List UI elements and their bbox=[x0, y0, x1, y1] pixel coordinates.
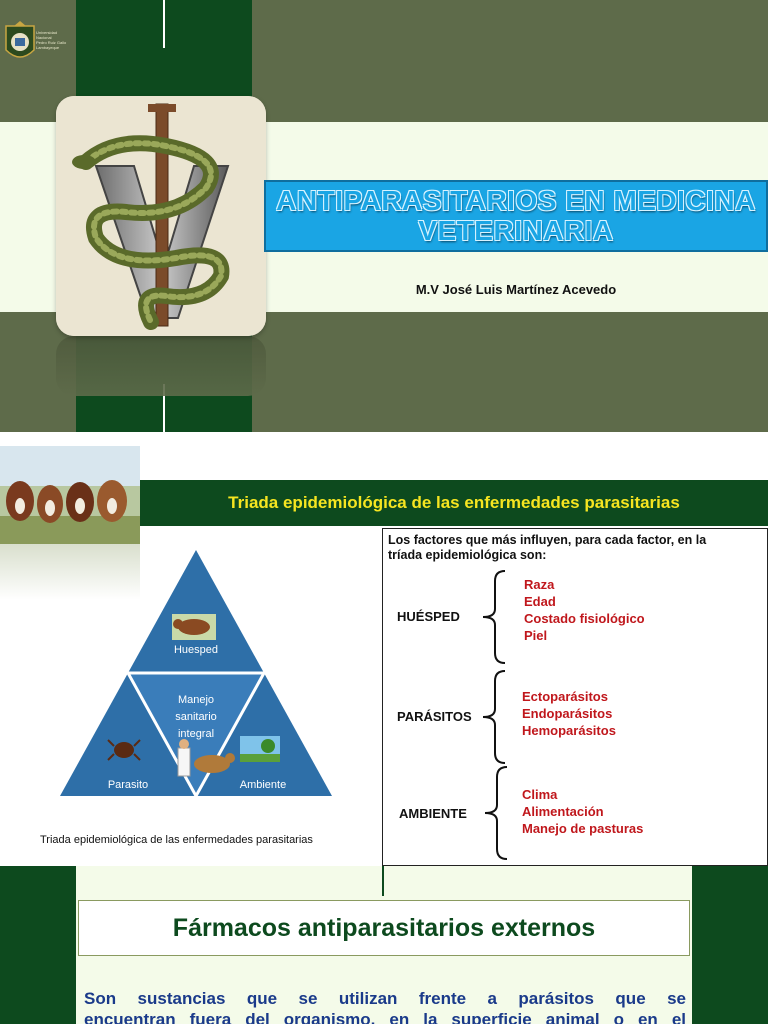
list-item: Manejo de pasturas bbox=[522, 821, 644, 836]
factor-label-environment: AMBIENTE bbox=[399, 806, 467, 821]
cow-icon bbox=[172, 614, 216, 640]
presentation-title: ANTIPARASITARIOS EN MEDICINA VETERINARIA bbox=[264, 180, 768, 252]
veterinary-logo bbox=[56, 96, 266, 336]
host-factor-list: Raza Edad Costado fisiológico Piel bbox=[524, 576, 645, 644]
triangle-caption: Triada epidemiológica de las enfermedade… bbox=[40, 834, 313, 846]
cattle-photo bbox=[0, 446, 140, 544]
logo-reflection bbox=[56, 336, 266, 396]
slide-title: Fármacos antiparasitarios externos bbox=[172, 913, 596, 942]
list-item: Raza bbox=[524, 577, 555, 592]
tick-icon bbox=[107, 739, 141, 761]
landscape-icon bbox=[240, 736, 280, 762]
title-line-2: VETERINARIA bbox=[418, 215, 614, 246]
slide-body-text: Son sustancias que se utilizan frente a … bbox=[84, 989, 686, 1024]
header-band bbox=[140, 480, 768, 526]
university-name: Universidad Nacional Pedro Ruiz Gallo La… bbox=[36, 30, 67, 50]
divider-line-bottom bbox=[163, 384, 165, 432]
triangle-label-top: Huesped bbox=[173, 644, 219, 656]
list-item: Alimentación bbox=[522, 804, 604, 819]
epidemiological-triangle bbox=[60, 550, 332, 796]
factors-box: Los factores que más influyen, para cada… bbox=[382, 528, 768, 866]
list-item: Costado fisiológico bbox=[524, 611, 645, 626]
divider-line bbox=[382, 866, 384, 896]
slide-heading: Triada epidemiológica de las enfermedade… bbox=[228, 493, 680, 512]
list-item: Ectoparásitos bbox=[522, 689, 608, 704]
caduceus-snake-v-icon bbox=[56, 96, 266, 336]
brace-icon bbox=[482, 670, 506, 764]
veterinarian-icon bbox=[177, 739, 235, 777]
parasite-factor-list: Ectoparásitos Endoparásitos Hemoparásito… bbox=[522, 688, 616, 739]
university-logo bbox=[5, 21, 35, 58]
photo-reflection bbox=[0, 544, 140, 600]
environment-factor-list: Clima Alimentación Manejo de pasturas bbox=[522, 786, 643, 837]
title-slide: Universidad Nacional Pedro Ruiz Gallo La… bbox=[0, 0, 768, 432]
factors-intro: Los factores que más influyen, para cada… bbox=[388, 533, 707, 562]
list-item: Endoparásitos bbox=[522, 706, 613, 721]
list-item: Piel bbox=[524, 628, 548, 643]
title-line-1: ANTIPARASITARIOS EN MEDICINA bbox=[276, 185, 756, 216]
factor-label-host: HUÉSPED bbox=[397, 609, 460, 624]
author-name: M.V José Luis Martínez Acevedo bbox=[415, 282, 617, 297]
triangle-label-left: Parasito bbox=[107, 779, 149, 791]
triangle-label-right: Ambiente bbox=[239, 779, 287, 791]
divider-line-top bbox=[163, 0, 165, 48]
title-box: Fármacos antiparasitarios externos bbox=[78, 900, 690, 956]
triangle-label-center: Manejo sanitario integral bbox=[175, 694, 217, 740]
factor-label-parasites: PARÁSITOS bbox=[397, 709, 472, 724]
external-drugs-slide: Fármacos antiparasitarios externos Son s… bbox=[0, 866, 768, 1024]
list-item: Clima bbox=[522, 787, 558, 802]
brace-icon bbox=[482, 570, 506, 664]
list-item: Edad bbox=[524, 594, 556, 609]
brace-icon bbox=[484, 766, 508, 860]
list-item: Hemoparásitos bbox=[522, 723, 616, 738]
triad-slide: Triada epidemiológica de las enfermedade… bbox=[0, 444, 768, 866]
